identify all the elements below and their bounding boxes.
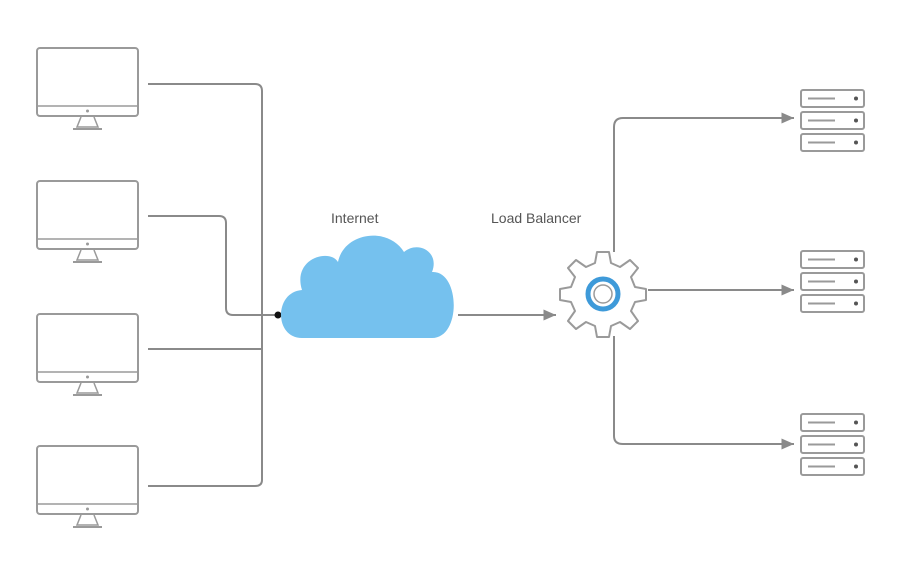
balancer-to-servers-3 — [613, 336, 794, 450]
computer-icon — [36, 313, 139, 396]
balancer-to-servers-1 — [613, 112, 794, 252]
internet-cloud — [281, 235, 454, 338]
client-1-connector — [148, 83, 263, 487]
load-balancer-gear — [559, 251, 647, 338]
gear-icon — [559, 251, 647, 338]
client-computer-1 — [36, 47, 139, 130]
client-connectors — [148, 83, 278, 487]
server-group-1 — [800, 89, 865, 152]
internet-label: Internet — [331, 210, 379, 226]
load-balancer-label: Load Balancer — [491, 210, 582, 226]
client-2-connector — [148, 215, 278, 316]
client-computer-3 — [36, 313, 139, 396]
server-rack-icon — [800, 413, 865, 476]
hub-dot — [274, 311, 282, 319]
server-rack-icon — [800, 250, 865, 313]
computer-icon — [36, 180, 139, 263]
balancer-connectors — [613, 112, 794, 450]
client-computer-4 — [36, 445, 139, 528]
computer-icon — [36, 47, 139, 130]
client-computer-2 — [36, 180, 139, 263]
cloud-icon — [281, 235, 454, 338]
computer-icon — [36, 445, 139, 528]
server-group-2 — [800, 250, 865, 313]
server-group-3 — [800, 413, 865, 476]
server-rack-icon — [800, 89, 865, 152]
